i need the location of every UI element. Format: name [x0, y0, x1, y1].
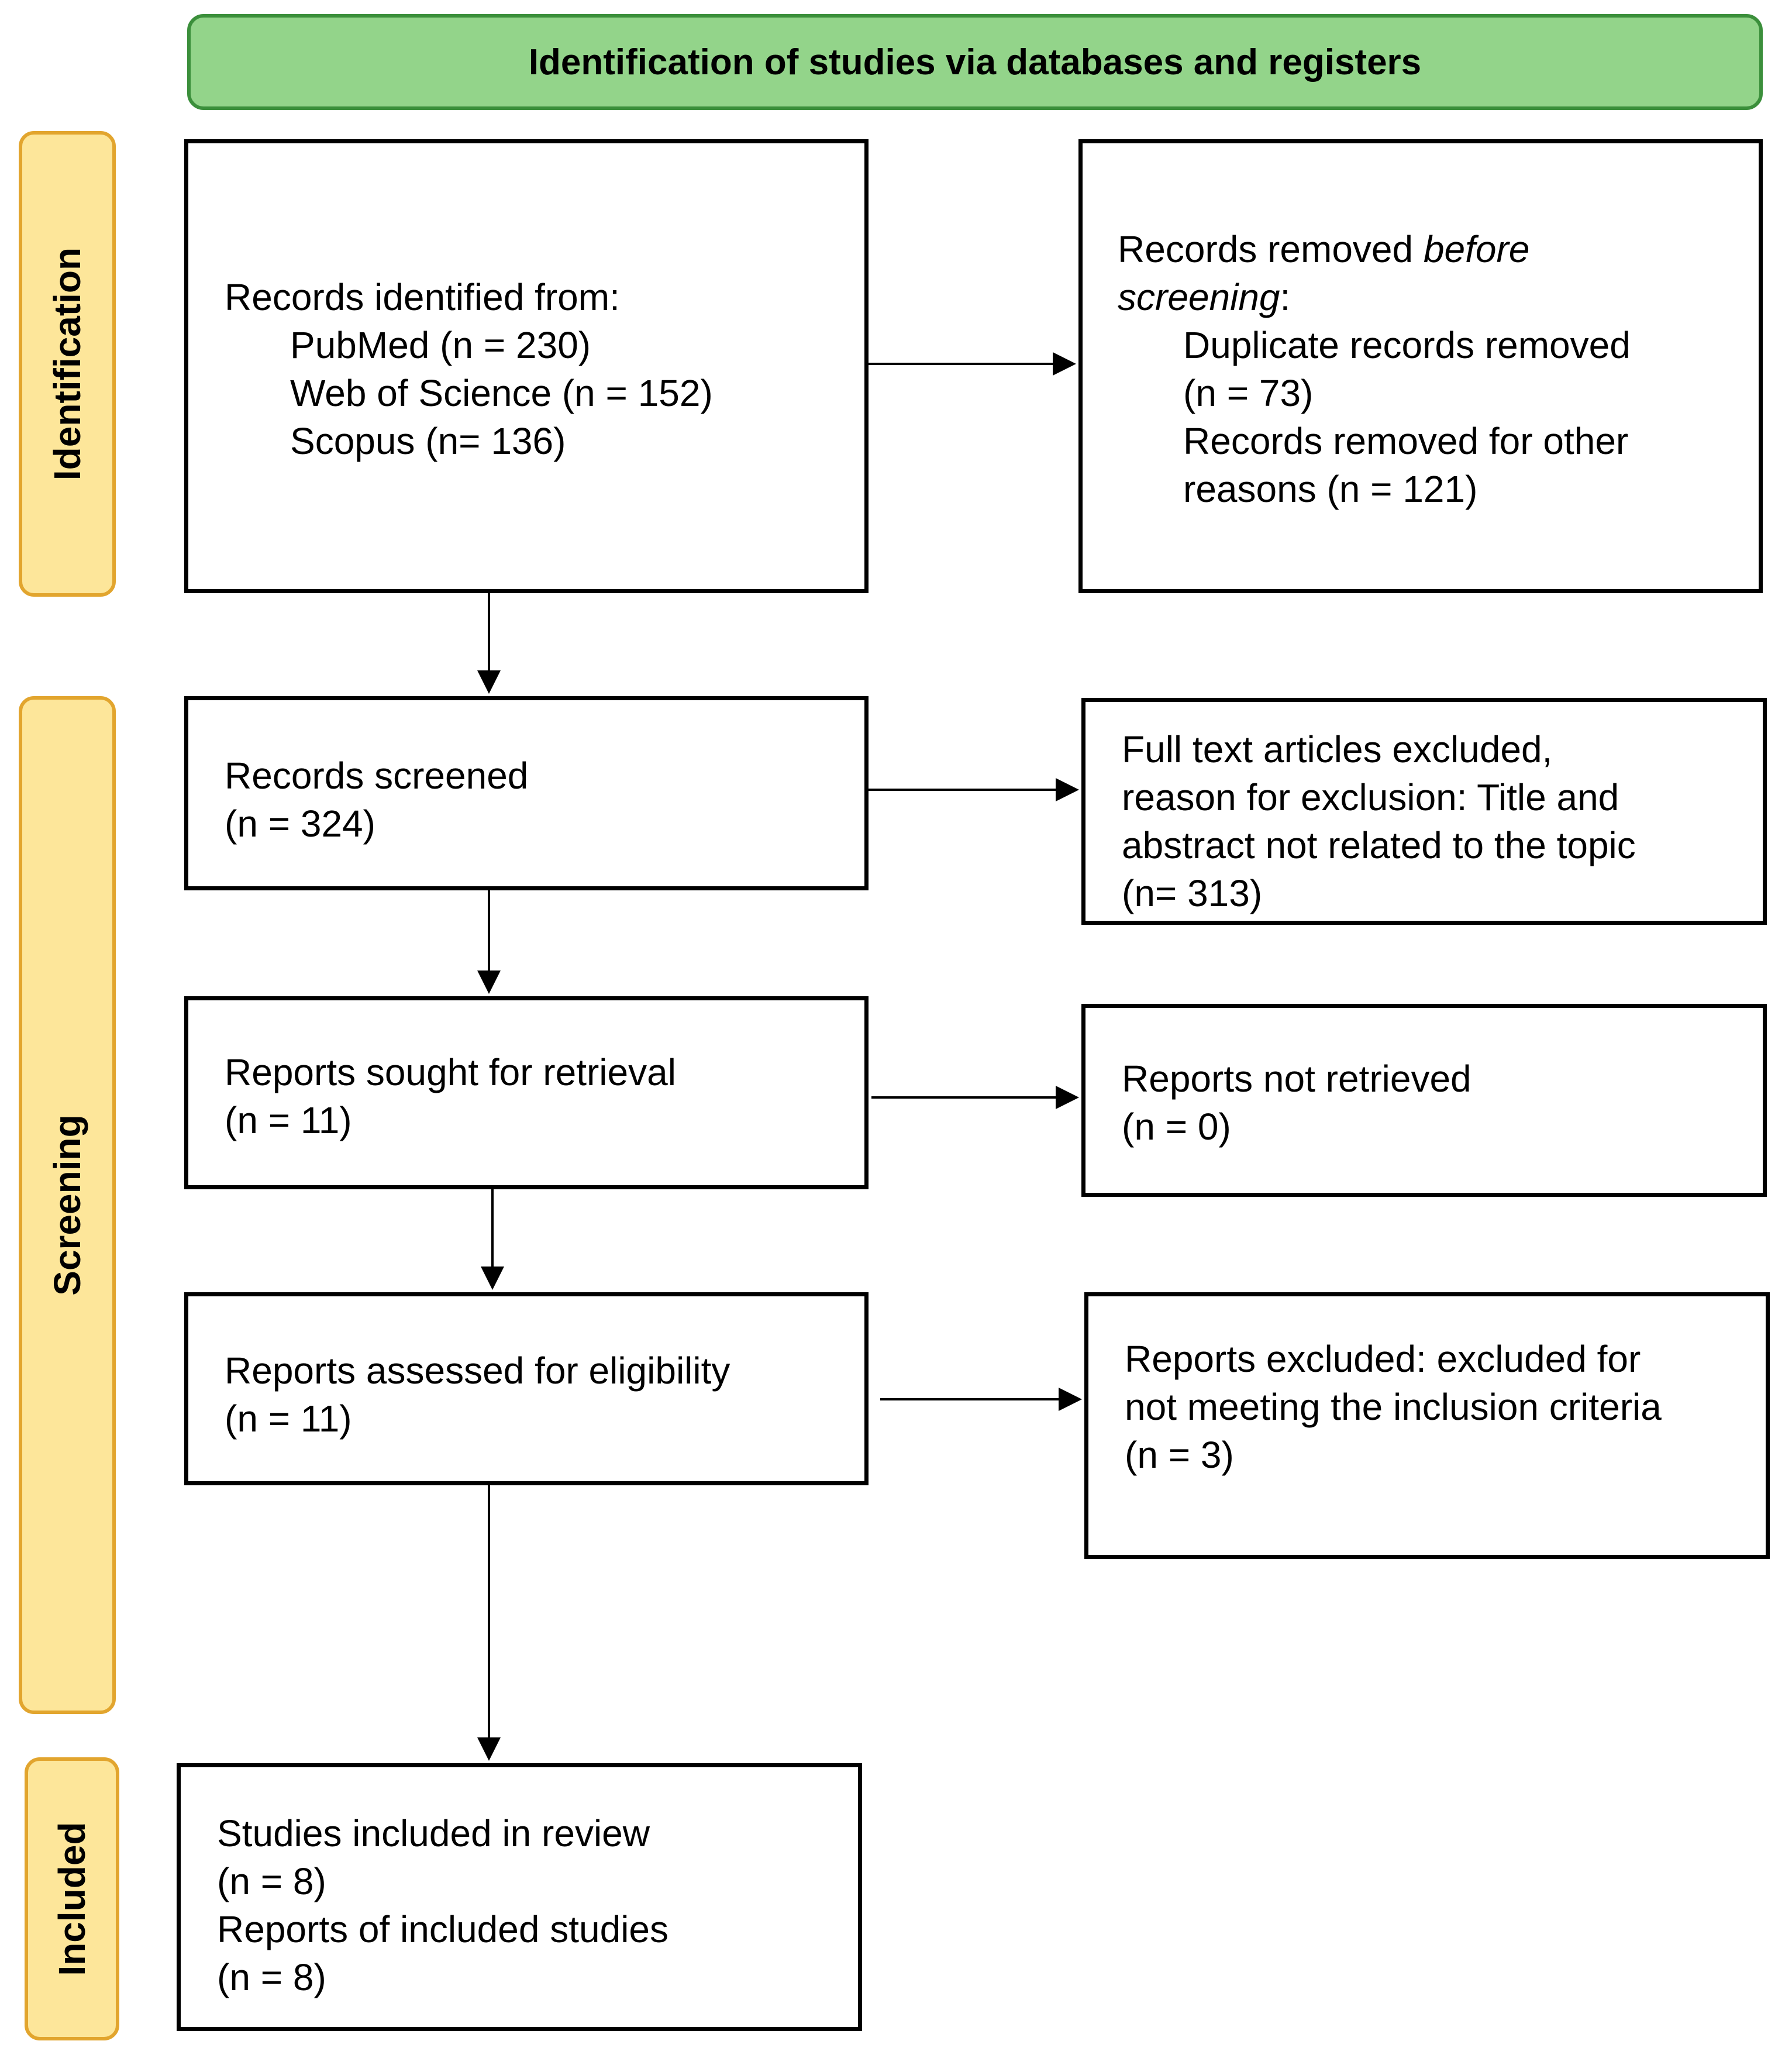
reports-included-label: Reports of included studies	[217, 1908, 668, 1950]
fulltext-excluded-line-1: Full text articles excluded,	[1122, 728, 1553, 770]
duplicate-records-label: Duplicate records removed	[1183, 324, 1631, 366]
records-screened-label: Records screened	[225, 755, 529, 797]
phase-included: Included	[25, 1757, 119, 2040]
phase-screening: Screening	[19, 696, 116, 1714]
records-removed-heading-2: screening:	[1118, 273, 1759, 321]
reports-excluded-line-1: Reports excluded: excluded for	[1125, 1338, 1641, 1380]
studies-included-box: Studies included in review (n = 8) Repor…	[177, 1763, 862, 2031]
records-removed-lead: Records removed	[1118, 228, 1424, 270]
source-pubmed: PubMed (n = 230)	[290, 324, 591, 366]
fulltext-excluded-box: Full text articles excluded, reason for …	[1081, 698, 1767, 925]
reports-sought-label: Reports sought for retrieval	[225, 1051, 676, 1093]
other-reasons-count: reasons (n = 121)	[1183, 468, 1478, 510]
reports-not-retrieved-label: Reports not retrieved	[1122, 1058, 1471, 1100]
phase-identification: Identification	[19, 131, 116, 597]
duplicate-records-count: (n = 73)	[1183, 372, 1314, 414]
records-identified-heading: Records identified from:	[225, 276, 620, 318]
reports-excluded-line-2: not meeting the inclusion criteria	[1125, 1386, 1662, 1428]
other-reasons-label: Records removed for other	[1183, 420, 1629, 462]
records-screened-count: (n = 324)	[225, 803, 375, 845]
fulltext-excluded-line-2: reason for exclusion: Title and	[1122, 776, 1619, 818]
reports-not-retrieved-box: Reports not retrieved (n = 0)	[1081, 1004, 1767, 1197]
source-scopus: Scopus (n= 136)	[290, 420, 566, 462]
header-banner: Identification of studies via databases …	[187, 14, 1763, 110]
records-removed-colon: :	[1280, 276, 1291, 318]
reports-assessed-count: (n = 11)	[225, 1398, 352, 1440]
records-removed-heading-1: Records removed before	[1118, 225, 1759, 273]
reports-not-retrieved-count: (n = 0)	[1122, 1106, 1231, 1148]
reports-excluded-count: (n = 3)	[1125, 1434, 1234, 1476]
reports-excluded-box: Reports excluded: excluded for not meeti…	[1084, 1292, 1770, 1559]
reports-assessed-box: Reports assessed for eligibility (n = 11…	[184, 1292, 869, 1485]
reports-sought-box: Reports sought for retrieval (n = 11)	[184, 996, 869, 1189]
records-identified-box: Records identified from: PubMed (n = 230…	[184, 139, 869, 593]
source-web-of-science: Web of Science (n = 152)	[290, 372, 713, 414]
studies-included-label: Studies included in review	[217, 1812, 650, 1854]
reports-assessed-label: Reports assessed for eligibility	[225, 1350, 730, 1392]
records-removed-screening: screening	[1118, 276, 1280, 318]
records-removed-box: Records removed before screening: Duplic…	[1078, 139, 1763, 593]
studies-included-count: (n = 8)	[217, 1860, 326, 1902]
fulltext-excluded-line-3: abstract not related to the topic	[1122, 824, 1636, 866]
header-title: Identification of studies via databases …	[528, 42, 1422, 82]
records-screened-box: Records screened (n = 324)	[184, 696, 869, 890]
reports-sought-count: (n = 11)	[225, 1099, 352, 1141]
reports-included-count: (n = 8)	[217, 1956, 326, 1998]
fulltext-excluded-count: (n= 313)	[1122, 872, 1263, 914]
records-removed-before: before	[1423, 228, 1530, 270]
